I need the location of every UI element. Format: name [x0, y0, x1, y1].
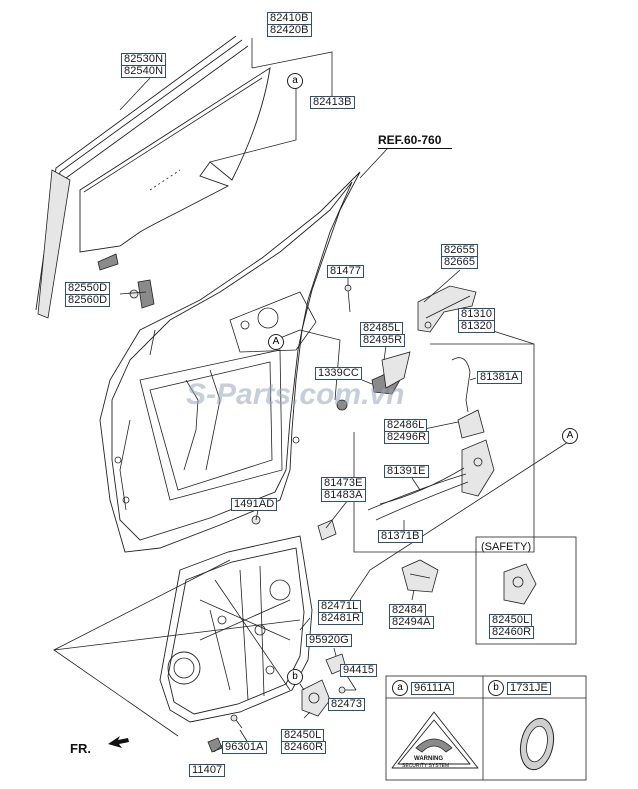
callout-A-door: A [268, 334, 284, 350]
label-82560D: 82560D [65, 294, 111, 307]
label-82665: 82665 [441, 256, 479, 269]
label-95920G: 95920G [306, 634, 352, 647]
label-82460R-safety: 82460R [489, 626, 535, 639]
rod-clip [317, 519, 337, 541]
label-81381A: 81381A [477, 371, 522, 384]
outer-handle-bracket [401, 559, 439, 593]
callout-A-latch: A [562, 428, 578, 444]
label-81391E: 81391E [384, 465, 429, 478]
label-1339CC: 1339CC [315, 367, 362, 380]
label-1731JE: 1731JE [507, 682, 551, 695]
label-82481R: 82481R [318, 612, 364, 625]
warning-sticker-line1: WARNING [414, 756, 443, 762]
legend-box [385, 675, 587, 781]
label-82540N: 82540N [121, 65, 167, 78]
safety-box [475, 536, 577, 645]
label-82473: 82473 [328, 698, 366, 711]
label-82495R: 82495R [360, 334, 406, 347]
label-82420B: 82420B [267, 24, 312, 37]
rubber-grommet [519, 717, 555, 771]
label-81477: 81477 [327, 265, 365, 278]
ref-underline [378, 148, 452, 149]
legend-callout-a: a [392, 680, 408, 696]
warning-sticker-line2: SECURITY SYSTEM [402, 763, 450, 769]
label-82460R: 82460R [281, 741, 327, 754]
label-96301A: 96301A [222, 741, 267, 754]
label-82494A: 82494A [389, 616, 434, 629]
door-glass [79, 67, 271, 253]
label-81483A: 81483A [321, 489, 366, 502]
window-run-channel [35, 35, 249, 319]
label-82413B: 82413B [310, 96, 355, 109]
window-motor [301, 679, 331, 717]
label-81371B: 81371B [378, 530, 423, 543]
label-1491AD: 1491AD [231, 498, 278, 511]
watermark: S-Parts.com.vn [186, 378, 405, 411]
callout-a: a [287, 73, 303, 89]
callout-b: b [287, 669, 303, 685]
safety-title: (SAFETY) [481, 541, 532, 553]
fasteners [97, 253, 356, 753]
label-96111A: 96111A [411, 682, 454, 695]
door-module-panel [159, 535, 313, 723]
label-94415: 94415 [340, 664, 378, 677]
safety-motor [503, 563, 537, 605]
label-82496R: 82496R [384, 431, 430, 444]
legend-callout-b: b [488, 680, 504, 696]
front-arrow [108, 736, 129, 748]
door-frame [99, 171, 361, 553]
ref-label: REF.60-760 [378, 133, 442, 147]
label-11407: 11407 [189, 764, 226, 777]
front-direction-label: FR. [70, 741, 91, 756]
label-81320: 81320 [458, 320, 496, 333]
latch-assembly [367, 351, 495, 521]
